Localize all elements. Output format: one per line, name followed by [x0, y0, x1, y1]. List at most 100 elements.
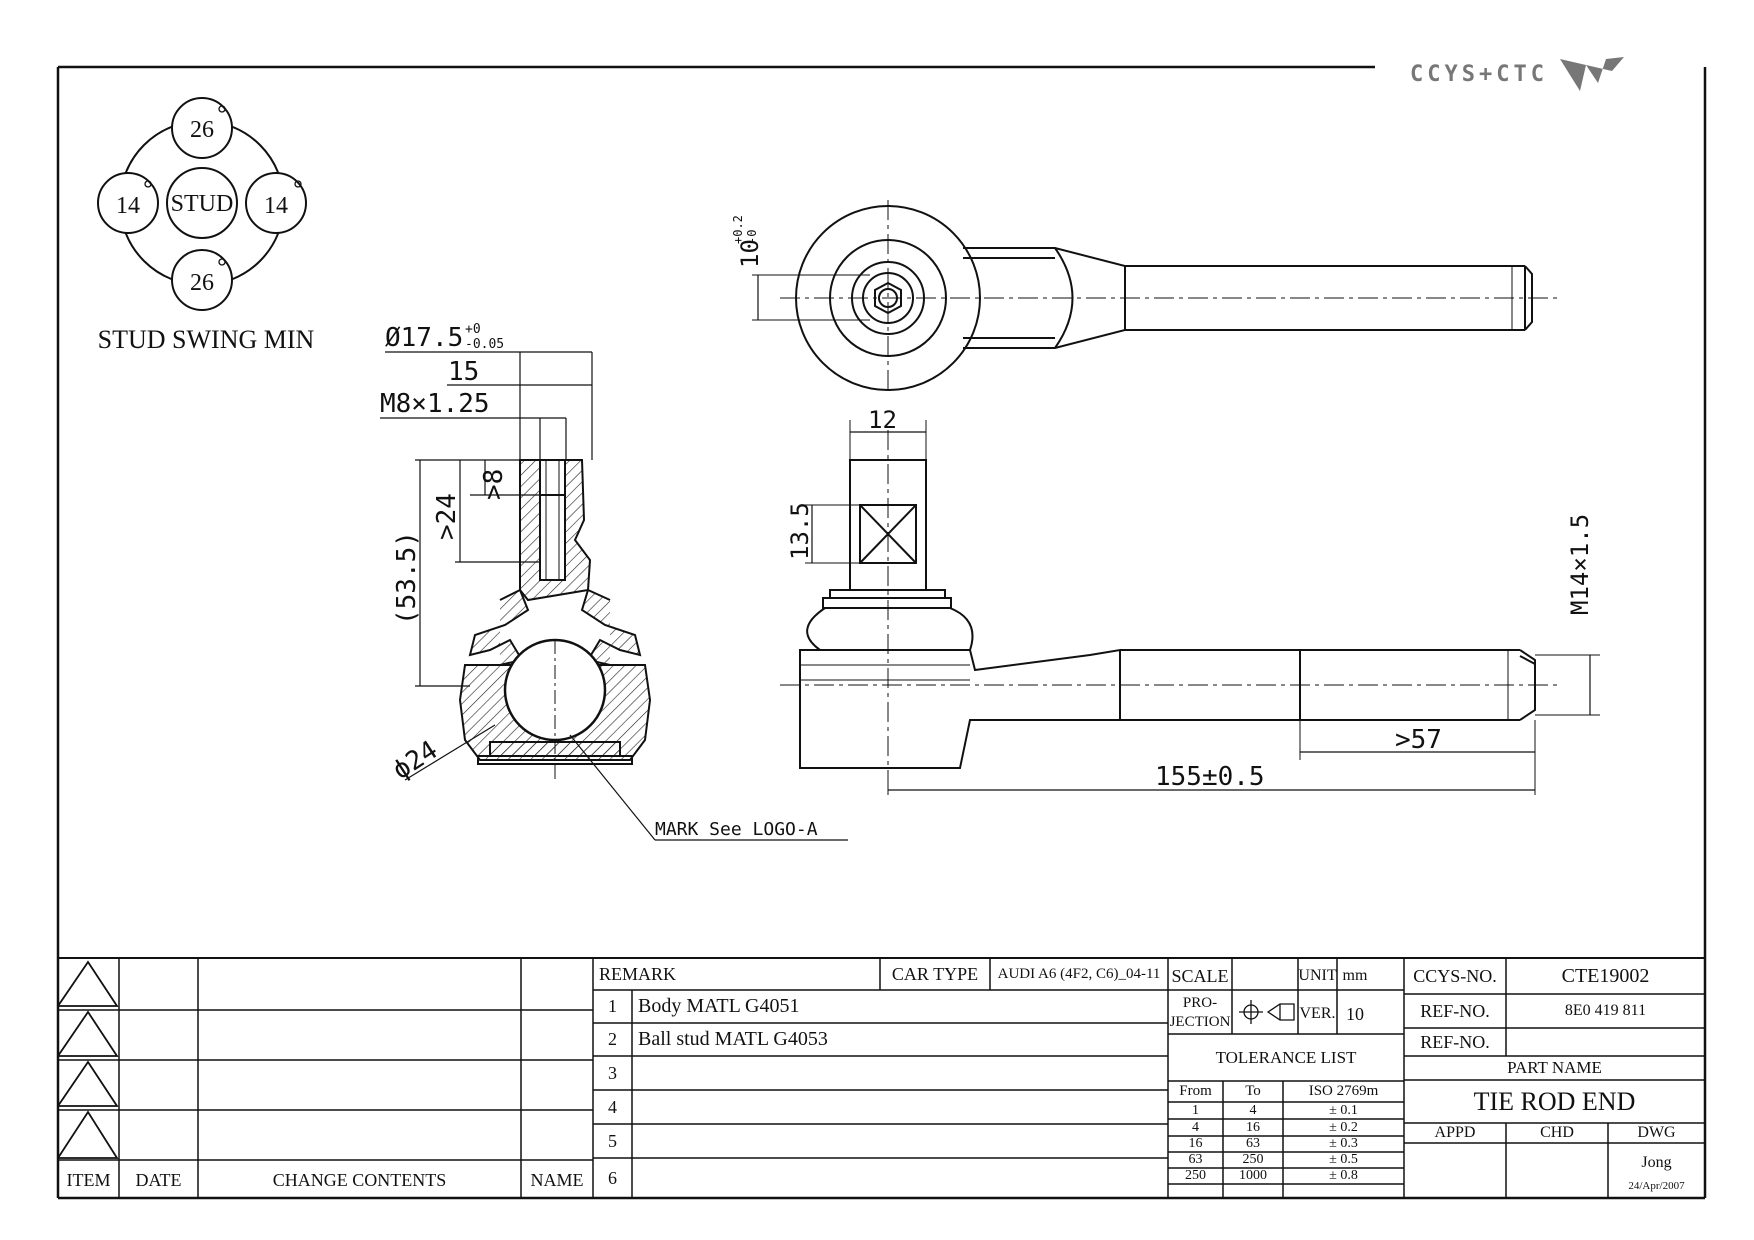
dim-m8: M8×1.25	[380, 389, 490, 419]
remark-row-text	[632, 1090, 1168, 1124]
remark-row-no: 1	[608, 996, 617, 1016]
rev-header-item: ITEM	[66, 1169, 111, 1190]
remark-row-text: Body MATL G4051	[638, 995, 800, 1017]
remark-row-no: 5	[608, 1130, 617, 1151]
ref-no2-label: REF-NO.	[1420, 1031, 1490, 1052]
tolerance-value: ± 0.2	[1329, 1119, 1358, 1135]
dwg-name: Jong	[1641, 1154, 1672, 1171]
car-type-label: CAR TYPE	[891, 963, 979, 984]
dwg-date: 24/Apr/2007	[1628, 1180, 1685, 1192]
car-type-value: AUDI A6 (4F2, C6)_04-11	[997, 965, 1161, 982]
remark-row-no: 2	[608, 1029, 617, 1049]
section-dimension-lines	[380, 351, 848, 841]
scale-label: SCALE	[1171, 965, 1229, 986]
tolerance-from: 1	[1192, 1102, 1199, 1118]
remark-row-text: Ball stud MATL G4053	[638, 1028, 828, 1050]
tolerance-to: 63	[1246, 1136, 1260, 1151]
dim-12: 12	[868, 406, 897, 434]
dim-phi24: ϕ24	[387, 735, 443, 786]
section-view	[458, 459, 652, 780]
dim-m14: M14×1.5	[1566, 514, 1594, 615]
tolerance-value: ± 0.1	[1329, 1102, 1358, 1118]
dim-10-tol-upper: +0.2	[731, 215, 745, 244]
ccys-no-label: CCYS-NO.	[1413, 965, 1497, 986]
tolerance-header-from: From	[1179, 1083, 1212, 1099]
appd-label: APPD	[1434, 1124, 1476, 1141]
stud-swing-center-label: STUD	[171, 191, 234, 217]
dim-53-5: (53.5)	[392, 531, 422, 625]
remark-row-text	[632, 1158, 1168, 1198]
stud-swing-caption: STUD SWING MIN	[98, 325, 315, 354]
dim-57: >57	[1395, 725, 1442, 755]
brand-logo: CCYS+CTC	[1410, 52, 1700, 96]
stud-swing-left-circle	[97, 172, 159, 234]
remark-label: REMARK	[599, 963, 677, 984]
tolerance-from: 4	[1192, 1119, 1199, 1135]
title-block-grid	[58, 958, 1705, 1198]
ref-no-value: 8E0 419 811	[1564, 1002, 1647, 1019]
tolerance-header-iso: ISO 2769m	[1308, 1083, 1379, 1099]
stud-swing-center-circle	[166, 167, 238, 239]
mark-note: MARK See LOGO-A	[655, 819, 818, 840]
remark-row-no: 6	[608, 1167, 617, 1188]
stud-swing-right-value: 14	[264, 193, 288, 219]
rev-header-change-contents: CHANGE CONTENTS	[272, 1169, 447, 1190]
tolerance-to: 16	[1246, 1119, 1260, 1135]
dim-10: 10	[736, 239, 764, 268]
chd-label: CHD	[1540, 1124, 1574, 1141]
projection-label-1: PRO-	[1182, 994, 1218, 1011]
stud-swing-diagram	[97, 97, 307, 311]
tolerance-from: 16	[1188, 1136, 1203, 1151]
projection-label-2: JECTION	[1169, 1013, 1231, 1030]
remark-row-no: 3	[608, 1062, 617, 1083]
dim-diameter-17-5-tol-lower: -0.05	[465, 337, 504, 352]
stud-swing-top-value: 26	[190, 117, 214, 143]
dim-155: 155±0.5	[1155, 762, 1265, 792]
tolerance-to: 4	[1249, 1102, 1257, 1118]
tolerance-from: 250	[1185, 1168, 1206, 1183]
unit-value: mm	[1342, 967, 1368, 984]
dim-8: >8	[479, 469, 509, 500]
brand-emblem-icon	[1559, 57, 1624, 91]
dim-15: 15	[448, 357, 479, 387]
stud-swing-bottom-value: 26	[190, 270, 214, 296]
degree-marks	[144, 105, 302, 266]
tolerance-title: TOLERANCE LIST	[1215, 1047, 1357, 1067]
tolerance-from: 63	[1188, 1152, 1203, 1167]
top-view	[752, 200, 1560, 395]
rev-header-name: NAME	[530, 1169, 584, 1190]
title-block: ITEM DATE CHANGE CONTENTS NAME REMARK CA…	[58, 958, 1705, 1198]
stud-swing-left-value: 14	[116, 193, 140, 219]
ver-value: 10	[1346, 1003, 1364, 1024]
drawing-frame	[56, 65, 1707, 1200]
dim-10-tol-lower: -0	[745, 230, 759, 244]
dim-13-5: 13.5	[786, 502, 814, 560]
rev-header-date: DATE	[135, 1169, 182, 1190]
ref-no-label: REF-NO.	[1420, 1000, 1490, 1021]
dwg-label: DWG	[1637, 1124, 1676, 1141]
tolerance-value: ± 0.8	[1329, 1168, 1358, 1183]
side-view	[780, 420, 1600, 795]
dim-24: >24	[432, 493, 462, 540]
remark-row-no: 4	[608, 1096, 617, 1117]
projection-symbol-icon	[1239, 1000, 1295, 1024]
tolerance-value: ± 0.3	[1329, 1136, 1358, 1151]
tolerance-header-to: To	[1245, 1083, 1261, 1099]
brand-logo-text: CCYS+CTC	[1410, 61, 1548, 87]
stud-swing-top-circle	[171, 97, 233, 159]
remark-row-text	[632, 1124, 1168, 1158]
dim-diameter-17-5: Ø17.5	[385, 323, 463, 353]
unit-label: UNIT	[1298, 967, 1337, 984]
ver-label: VER.	[1299, 1005, 1336, 1022]
part-name-label: PART NAME	[1507, 1058, 1602, 1077]
ref-no2-value	[1506, 1028, 1705, 1056]
remark-row-text	[632, 1056, 1168, 1090]
dim-diameter-17-5-tol-upper: +0	[465, 322, 481, 337]
part-name-value: TIE ROD END	[1473, 1086, 1636, 1116]
ccys-no-value: CTE19002	[1561, 964, 1650, 987]
tolerance-to: 1000	[1239, 1168, 1267, 1183]
stud-swing-bottom-circle	[171, 249, 233, 311]
tolerance-to: 250	[1242, 1152, 1264, 1167]
tolerance-value: ± 0.5	[1329, 1152, 1358, 1167]
